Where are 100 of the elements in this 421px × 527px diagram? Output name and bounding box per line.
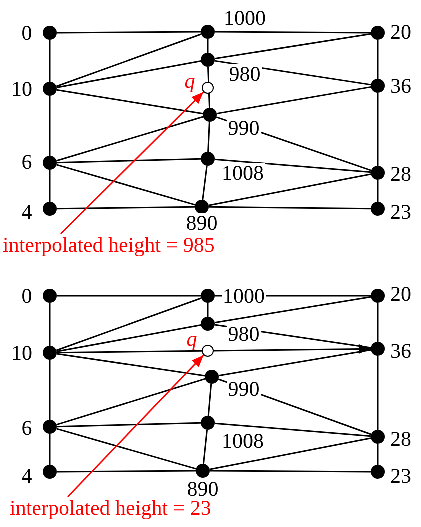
triangulation-edge [214,422,372,438]
vertex-dot [43,420,57,434]
vertex-dot [201,152,215,166]
vertex-dot [201,317,215,331]
vertex-dot [201,289,215,303]
triangulation-edge [56,378,206,426]
annotation-text: interpolated height = 23 [10,496,212,520]
vertex-dot [196,464,210,478]
height-label: 890 [186,479,220,499]
triangulation-edge [208,122,210,152]
triangulation-edge [57,31,201,34]
height-label: 4 [20,466,34,486]
height-label: 20 [390,284,412,304]
triangulation-edge [57,470,196,473]
vertex-dot [201,53,215,67]
vertex-dot [371,26,385,40]
triangulation-edge [377,93,379,166]
vertex-dot [371,465,385,479]
vertex-dot [43,26,57,40]
triangulation-edge [56,116,204,162]
triangulation-edge [214,296,372,324]
triangulation-edge [377,356,379,430]
triangulation-edge [56,158,202,164]
triangulation-edge [377,40,379,79]
triangulation-edge [208,384,212,416]
height-label: 6 [20,152,34,172]
triangulation-edge [49,303,51,346]
height-label: 20 [390,22,412,42]
vertex-dot [43,346,57,360]
triangulation-edge [210,470,371,473]
triangulation-edge [208,174,372,206]
vertex-dot [371,202,385,216]
height-label: 6 [20,418,34,438]
vertex-dot [371,430,385,444]
height-label: 1000 [223,8,267,28]
triangulation-edge [56,324,202,352]
triangulation-edge [56,206,196,210]
triangulation-edge [56,60,202,88]
triangulation-edge [377,444,379,465]
vertex-dot [201,416,215,430]
height-label: 23 [390,202,412,222]
height-label: 0 [20,23,34,43]
vertex-dot [43,82,57,96]
triangulation-edge [214,33,372,60]
vertex-dot [43,202,57,216]
triangulation-edge [377,180,379,202]
triangulation-edge [207,39,209,53]
height-label: 23 [390,466,412,486]
height-label: 28 [390,429,412,449]
triangulation-edge [56,422,202,428]
vertex-dot [205,370,219,384]
height-label: 28 [390,164,412,184]
vertex-dot [371,79,385,93]
triangulation-edge [209,206,371,210]
triangulation-edge [49,96,51,156]
vertex-dot [371,166,385,180]
vertex-dot [43,289,57,303]
triangulation-edge [208,66,210,108]
pointer-arrow [60,92,204,235]
query-point [202,82,214,94]
triangulation-edge [56,89,204,115]
triangulation-edge [216,86,372,115]
triangulation-edge [207,303,209,317]
triangulation-edge [218,349,372,377]
height-label: 980 [227,324,261,344]
height-label: 1000 [222,286,266,306]
pointer-arrow [67,354,204,498]
height-label: 990 [227,379,261,399]
vertex-dot [371,342,385,356]
triangulation-edge [377,303,379,342]
height-label: 4 [20,202,34,222]
query-point [202,345,214,357]
triangulation-edge [215,31,371,34]
height-label: 36 [390,76,412,96]
vertex-dot [201,25,215,39]
annotation-text: interpolated height = 985 [3,233,215,257]
triangulation-edge [56,353,206,377]
height-label: 0 [20,286,34,306]
vertex-dot [43,465,57,479]
height-label: 10 [10,343,34,363]
triangulation-edge [56,164,196,206]
height-label: 1008 [221,431,265,451]
triangulation-edge [49,434,51,465]
triangulation-edge [49,40,51,82]
triangulation-edge [49,170,51,202]
vertex-dot [43,156,57,170]
vertex-dot [371,289,385,303]
height-label: 890 [185,213,219,233]
triangulation-edge [49,360,51,420]
height-label: 36 [390,341,412,361]
triangulation-edge [202,166,208,200]
vertex-dot [203,108,217,122]
triangulation-edge [210,438,372,470]
height-label: 1008 [221,163,265,183]
triangulation-edge [57,295,201,297]
triangulation-edge [56,298,202,352]
triangulation-edge [56,428,196,470]
arrow [57,344,371,354]
triangulation-edge [202,430,208,464]
height-label: 980 [228,64,262,84]
